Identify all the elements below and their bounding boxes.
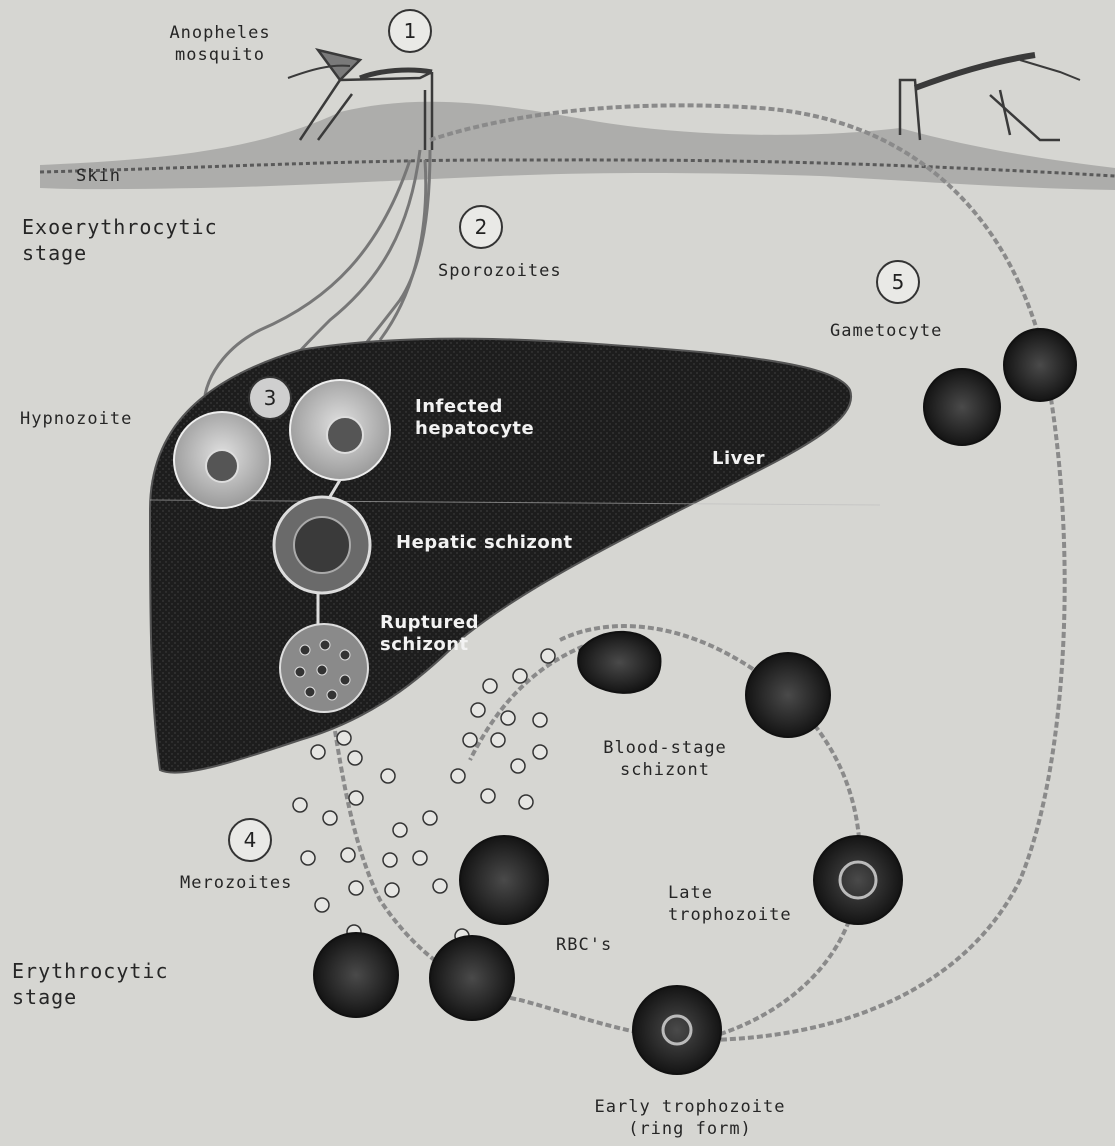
anopheles-label-line-1: Anopheles — [150, 22, 290, 44]
early-trophozoite-label: Early trophozoite (ring form) — [570, 1096, 810, 1140]
step-1-badge: 1 — [388, 9, 432, 53]
infected-hepatocyte-line-1: Infected — [415, 396, 534, 418]
blood-stage-schizont-line-2: schizont — [600, 759, 730, 781]
step-2-badge: 2 — [459, 205, 503, 249]
erythrocytic-line-2: stage — [12, 984, 169, 1010]
gametocyte-cell-2 — [1004, 329, 1076, 401]
late-trophozoite-cell — [814, 836, 902, 924]
gametocyte-label: Gametocyte — [830, 320, 942, 342]
rbcs-label: RBC's — [556, 934, 612, 956]
mosquito-right-shape — [900, 55, 1080, 140]
ruptured-schizont-line-2: schizont — [380, 634, 479, 656]
rbc-cell-2 — [314, 933, 398, 1017]
erythrocytic-stage-label: Erythrocytic stage — [12, 958, 169, 1010]
liver-label: Liver — [712, 448, 765, 470]
late-trophozoite-label: Late trophozoite — [668, 882, 792, 926]
skin-label: Skin — [76, 165, 121, 187]
early-trophozoite-line-2: (ring form) — [570, 1118, 810, 1140]
erythrocytic-line-1: Erythrocytic — [12, 958, 169, 984]
late-trophozoite-line-1: Late — [668, 882, 792, 904]
hypnozoite-label: Hypnozoite — [20, 408, 132, 430]
rbc-cycle-1 — [746, 653, 830, 737]
exoerythrocytic-stage-label: Exoerythrocytic stage — [22, 214, 218, 266]
ruptured-schizont-label: Ruptured schizont — [380, 612, 479, 656]
sporozoites-label: Sporozoites — [438, 260, 562, 282]
infected-hepatocyte-line-2: hepatocyte — [415, 418, 534, 440]
hepatic-schizont-label: Hepatic schizont — [396, 532, 573, 554]
step-4-badge: 4 — [228, 818, 272, 862]
blood-stage-schizont-line-1: Blood-stage — [600, 737, 730, 759]
ruptured-schizont-line-1: Ruptured — [380, 612, 479, 634]
skin-layer — [40, 102, 1115, 190]
exoerythrocytic-line-1: Exoerythrocytic — [22, 214, 218, 240]
rbc-cell-1 — [460, 836, 548, 924]
gametocyte-cell-1 — [924, 369, 1000, 445]
blood-stage-schizont-label: Blood-stage schizont — [600, 737, 730, 781]
rbc-cell-3 — [430, 936, 514, 1020]
late-trophozoite-line-2: trophozoite — [668, 904, 792, 926]
infected-hepatocyte-label: Infected hepatocyte — [415, 396, 534, 440]
early-trophozoite-cell — [633, 986, 721, 1074]
step-5-badge: 5 — [876, 260, 920, 304]
early-trophozoite-line-1: Early trophozoite — [570, 1096, 810, 1118]
anopheles-label-line-2: mosquito — [150, 44, 290, 66]
anopheles-mosquito-label: Anopheles mosquito — [150, 22, 290, 66]
exoerythrocytic-line-2: stage — [22, 240, 218, 266]
step-3-badge: 3 — [248, 376, 292, 420]
merozoites-label: Merozoites — [180, 872, 292, 894]
blood-stage-schizont-cell — [578, 632, 660, 693]
